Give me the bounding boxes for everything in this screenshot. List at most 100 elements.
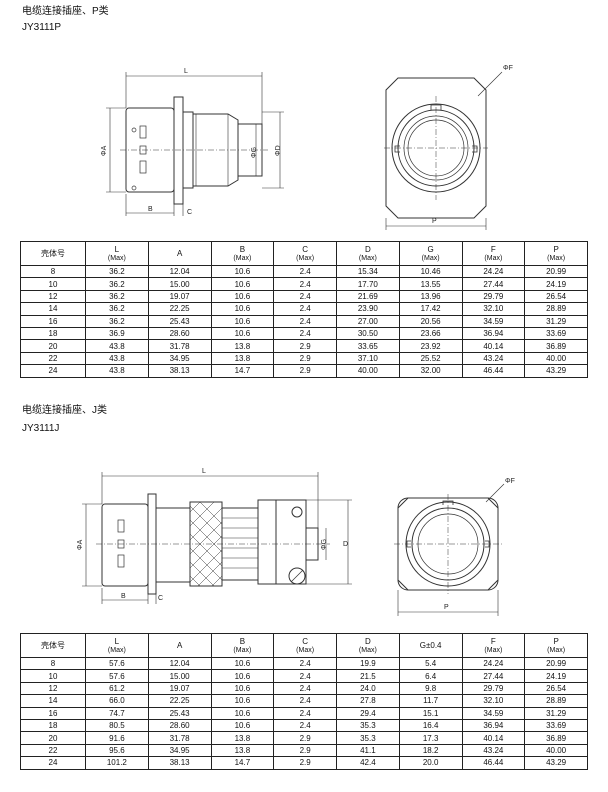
table-cell: 25.52 [398,351,463,366]
column-header-unit: (Max) [358,254,377,262]
table-cell: 40.00 [336,364,400,378]
table-cell: 43.24 [461,351,526,366]
table-cell: 31.78 [147,731,212,745]
table-cell: 23.90 [336,302,400,316]
column-header: B(Max) [210,241,275,266]
dim-label-F: ΦF [505,478,515,485]
table-cell: 38.13 [147,756,212,770]
table-cell: 14.7 [210,756,275,770]
shell-size-cell: 20 [20,339,86,353]
column-header-label: C [302,636,309,646]
table-cell: 34.95 [147,743,212,758]
column-header-label: D [364,244,371,254]
column-header: 壳体号 [20,241,86,266]
column-header-label: L [114,636,120,646]
column-header: D(Max) [336,633,400,658]
column-header-label: G±0.4 [419,641,442,650]
dim-label-A: ΦA [77,539,84,550]
table-cell: 17.70 [336,277,400,291]
shell-size-cell: 10 [20,669,86,683]
column-header: F(Max) [461,241,526,266]
section-title-j: 电缆连接插座、J类 [22,405,107,416]
shell-size-cell: 14 [20,694,86,708]
dim-label-A: ΦA [101,145,108,156]
table-cell: 43.8 [85,339,149,353]
column-header: A [147,633,212,658]
table-cell: 24.24 [461,264,526,279]
table-cell: 37.10 [336,351,400,366]
table-cell: 10.6 [210,314,275,328]
table-cell: 9.8 [398,681,463,696]
table-cell: 34.59 [461,314,526,328]
side-view-p [120,96,268,205]
table-cell: 10.6 [210,656,275,671]
shell-size-cell: 16 [20,314,86,328]
column-header-label: D [364,636,371,646]
column-header-unit: (Max) [358,646,377,654]
model-code-p: JY3111P [22,22,62,33]
table-cell: 13.55 [398,277,463,291]
table-cell: 43.8 [85,351,149,366]
table-cell: 95.6 [85,743,149,758]
column-header-unit: (Max) [296,254,315,262]
table-cell: 24.19 [524,277,588,291]
table-cell: 31.29 [524,706,588,720]
dim-label-L: L [202,468,206,475]
table-cell: 23.66 [398,326,463,341]
table-cell: 35.3 [336,731,400,745]
table-cell: 20.99 [524,264,588,279]
table-cell: 5.4 [398,656,463,671]
column-header-unit: (Max) [484,254,503,262]
column-header: L(Max) [85,633,149,658]
table-cell: 36.89 [524,731,588,745]
table-cell: 36.89 [524,339,588,353]
table-cell: 27.8 [336,694,400,708]
table-cell: 10.6 [210,289,275,304]
table-cell: 16.4 [398,718,463,733]
front-view-j [394,483,505,616]
table-cell: 12.04 [147,264,212,279]
table-cell: 29.4 [336,706,400,720]
table-cell: 27.44 [461,669,526,683]
table-cell: 10.6 [210,718,275,733]
column-header-label: F [490,244,496,254]
table-cell: 74.7 [85,706,149,720]
table-cell: 61.2 [85,681,149,696]
table-cell: 33.69 [524,718,588,733]
table-cell: 10.6 [210,706,275,720]
table-cell: 13.8 [210,731,275,745]
table-cell: 24.0 [336,681,400,696]
drawing-j: L ΦA B C ΦG D ΦF P [77,468,515,616]
table-cell: 13.8 [210,743,275,758]
table-cell: 34.59 [461,706,526,720]
table-cell: 40.00 [524,351,588,366]
table-cell: 40.14 [461,339,526,353]
column-header: F(Max) [461,633,526,658]
table-cell: 29.79 [461,289,526,304]
column-header-label: B [239,636,246,646]
column-header: L(Max) [85,241,149,266]
column-header-unit: (Max) [421,254,440,262]
column-header-unit: (Max) [547,646,566,654]
column-header-unit: (Max) [233,254,252,262]
column-header: P(Max) [524,633,588,658]
table-cell: 36.9 [85,326,149,341]
column-header-label: 壳体号 [41,641,65,650]
shell-size-cell: 22 [20,351,86,366]
table-cell: 32.00 [398,364,463,378]
table-cell: 36.2 [85,277,149,291]
table-cell: 2.4 [273,681,337,696]
dim-label-G: ΦG [251,147,258,158]
dim-label-C: C [187,209,192,216]
table-cell: 13.96 [398,289,463,304]
dim-label-B: B [148,206,153,213]
